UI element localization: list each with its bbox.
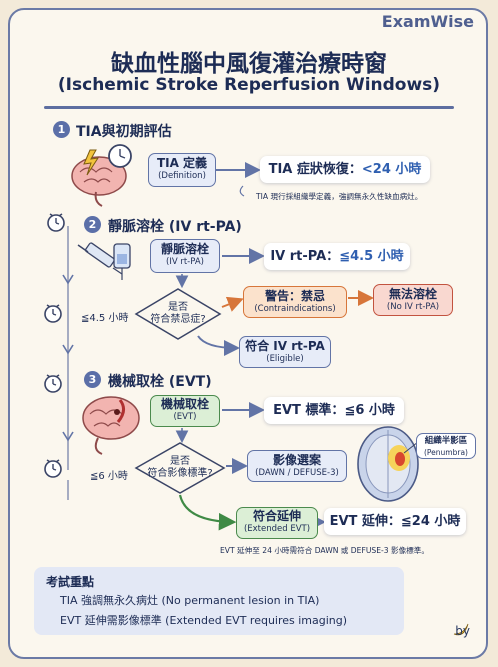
- evt-result-box: EVT 標準：≦6 小時: [264, 397, 404, 424]
- extended-evt-note: EVT 延伸至 24 小時需符合 DAWN 或 DEFUSE-3 影像標準。: [220, 546, 429, 555]
- imaging-label: 影像選案: [272, 453, 321, 467]
- evt-sublabel: (EVT): [173, 412, 197, 422]
- ivtpa-box: 靜脈溶栓 (IV rt-PA): [150, 239, 220, 273]
- tia-note: TIA 現行採組織學定義，強調無永久性缺血病灶。: [256, 192, 423, 201]
- tia-result-prefix: TIA 症狀恢復：: [268, 162, 362, 177]
- extended-evt-result-box: EVT 延伸：≦24 小時: [324, 508, 466, 535]
- penumbra-label-box: 組織半影區 (Penumbra): [416, 433, 476, 459]
- exam-key-points-panel: [34, 567, 404, 635]
- section-number: 1: [53, 121, 70, 138]
- penumbra-label: 組織半影區: [424, 436, 468, 446]
- contraindication-warning-box: 警告：禁忌 (Contraindications): [243, 286, 347, 318]
- ivtpa-result-value: ≦4.5 小時: [339, 249, 404, 264]
- no-ivtpa-sublabel: (No IV rt-PA): [386, 302, 440, 312]
- section-title-ivtpa: 靜脈溶栓 (IV rt-PA): [108, 219, 242, 235]
- evt-label: 機械取栓: [160, 397, 209, 411]
- section-number: 3: [84, 371, 101, 388]
- note-pointer: [239, 185, 245, 197]
- exam-point: TIA 強調無永久病灶 (No permanent lesion in TIA): [60, 594, 320, 607]
- arrow-extended: [178, 494, 237, 531]
- question-line: 符合禁忌症?: [150, 314, 206, 325]
- brain-clock-illustration: [71, 144, 132, 207]
- contraindication-decision: [134, 288, 222, 340]
- page-title: 缺血性腦中風復灌治療時窗: [111, 51, 387, 77]
- question-line: 符合影像標準?: [147, 468, 213, 479]
- warning-sublabel: (Contraindications): [254, 304, 336, 314]
- clock-icon: [44, 304, 62, 323]
- syringe-illustration: [77, 242, 131, 280]
- imaging-sublabel: (DAWN / DEFUSE-3): [255, 468, 339, 478]
- question-line: 是否: [168, 302, 188, 313]
- eligible-box: 符合 IV rt-PA (Eligible): [239, 336, 331, 368]
- extended-evt-label: 符合延伸: [252, 509, 301, 523]
- eligible-sublabel: (Eligible): [266, 354, 304, 364]
- tia-result-value: <24 小時: [361, 162, 422, 177]
- extended-result-value: ≦24 小時: [400, 514, 461, 529]
- tia-definition-label: TIA 定義: [156, 156, 208, 170]
- ivtpa-result-prefix: IV rt-PA：: [270, 249, 340, 264]
- no-ivtpa-box: 無法溶栓 (No IV rt-PA): [373, 284, 453, 316]
- tia-definition-box: TIA 定義 (Definition): [148, 153, 216, 187]
- extended-evt-sublabel: (Extended EVT): [243, 524, 311, 534]
- clock-icon: [44, 374, 62, 393]
- eligible-label: 符合 IV rt-PA: [245, 339, 325, 353]
- evt-box: 機械取栓 (EVT): [150, 395, 220, 427]
- extended-result-prefix: EVT 延伸：: [329, 514, 401, 529]
- section-title-evt: 機械取栓 (EVT): [108, 374, 212, 390]
- ivtpa-sublabel: (IV rt-PA): [166, 257, 204, 267]
- timeline-arrow: [62, 274, 74, 285]
- warning-label: 警告：禁忌: [264, 289, 325, 303]
- clock-icon: [47, 213, 65, 232]
- byline: by: [455, 624, 470, 638]
- arrow-eligible: [197, 335, 240, 356]
- contraindication-question: 是否 符合禁忌症?: [138, 302, 218, 326]
- imaging-question: 是否 符合影像標準?: [138, 456, 222, 480]
- penumbra-sublabel: (Penumbra): [424, 448, 468, 457]
- section-number: 2: [84, 216, 101, 233]
- timeline-label-6h: ≦6 小時: [90, 471, 128, 482]
- ivtpa-label: 靜脈溶栓: [160, 242, 209, 256]
- brain-scan-image: [357, 426, 419, 502]
- timeline-arrow: [62, 344, 74, 355]
- evt-result-value: ≦6 小時: [344, 403, 395, 418]
- timeline-label-45h: ≦4.5 小時: [81, 313, 129, 324]
- imaging-selection-box: 影像選案 (DAWN / DEFUSE-3): [247, 450, 347, 482]
- brand-logo-text: ExamWise: [381, 12, 474, 31]
- ivtpa-result-box: IV rt-PA：≦4.5 小時: [264, 243, 410, 270]
- exam-point: EVT 延伸需影像標準 (Extended EVT requires imagi…: [60, 614, 348, 627]
- no-ivtpa-label: 無法溶栓: [388, 287, 437, 301]
- tia-result-box: TIA 症狀恢復：<24 小時: [260, 156, 430, 183]
- brain-thrombectomy-illustration: [82, 396, 140, 455]
- poster-frame: [8, 8, 488, 659]
- evt-result-prefix: EVT 標準：: [273, 403, 345, 418]
- exam-key-points-title: 考試重點: [46, 575, 95, 589]
- extended-evt-box: 符合延伸 (Extended EVT): [236, 507, 318, 539]
- page-subtitle: (Ischemic Stroke Reperfusion Windows): [57, 75, 441, 95]
- question-line: 是否: [170, 456, 190, 467]
- timeline-arrow: [62, 431, 74, 442]
- imaging-decision: [134, 442, 226, 494]
- arrow-contraindications: [221, 296, 244, 312]
- title-divider: [44, 106, 454, 109]
- banana-logo-icon: [453, 623, 469, 636]
- section-title-tia: TIA與初期評估: [76, 124, 172, 140]
- clock-icon: [44, 459, 62, 478]
- tia-definition-sublabel: (Definition): [158, 171, 206, 181]
